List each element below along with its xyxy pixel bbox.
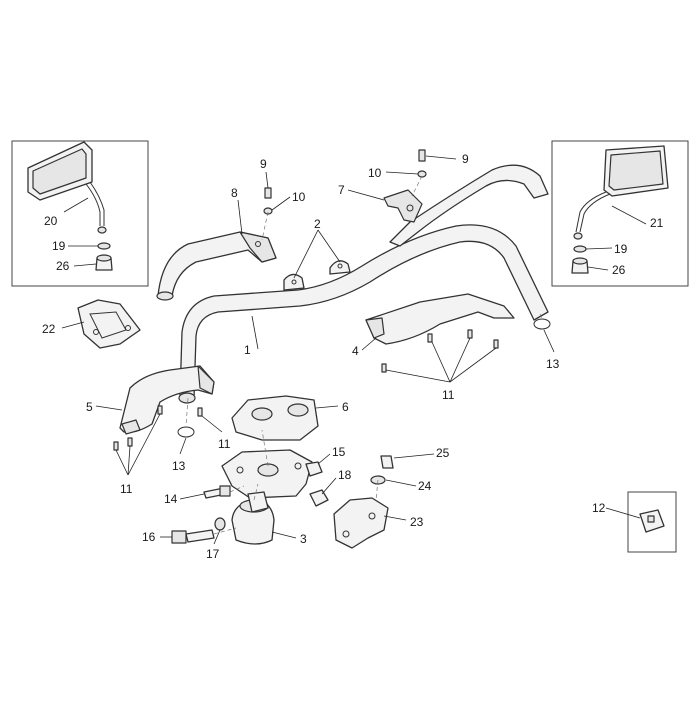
callout-24: 24 — [418, 479, 432, 493]
nut-25 — [380, 455, 394, 469]
callout-22: 22 — [42, 322, 56, 336]
callout-25: 25 — [436, 446, 450, 460]
callout-10-left: 10 — [292, 190, 306, 204]
callout-18: 18 — [338, 468, 352, 482]
bolt-14 — [203, 485, 231, 499]
upper-right-cover-7 — [383, 164, 549, 247]
callout-leader-lines — [61, 155, 647, 545]
callout-3: 3 — [300, 532, 307, 546]
callout-12: 12 — [592, 501, 606, 515]
callout-2: 2 — [314, 217, 321, 231]
callout-9-right: 9 — [462, 152, 469, 166]
callout-23: 23 — [410, 515, 424, 529]
oring-13-right — [533, 318, 551, 330]
screws-11 — [113, 329, 499, 451]
callout-9-left: 9 — [260, 157, 267, 171]
right-mirror-inset-frame — [551, 140, 689, 287]
callout-8: 8 — [231, 186, 238, 200]
callout-4: 4 — [352, 344, 359, 358]
callout-13-left: 13 — [172, 459, 186, 473]
clamp-2-right — [329, 260, 351, 275]
riser-base — [221, 449, 313, 499]
left-washer-19 — [97, 242, 111, 250]
bracket-23 — [333, 497, 389, 549]
callout-26-left: 26 — [56, 259, 70, 273]
callout-10-right: 10 — [368, 166, 382, 180]
callout-21: 21 — [650, 216, 664, 230]
washer-17 — [214, 517, 226, 531]
upper-clamp-6 — [231, 395, 319, 441]
lower-right-cover-4 — [365, 293, 515, 345]
callout-11-left: 11 — [120, 482, 133, 496]
callout-labels: 1 2 3 4 5 6 7 8 9 9 10 10 11 11 11 12 13… — [42, 152, 664, 561]
callout-11-center: 11 — [218, 437, 231, 451]
clip-inset-frame — [627, 491, 677, 553]
screw-9-right — [418, 149, 426, 162]
bracket-22 — [77, 299, 141, 349]
screw-9-left — [264, 187, 272, 199]
callout-19-left: 19 — [52, 239, 66, 253]
nut-18 — [309, 489, 329, 507]
callout-20: 20 — [44, 214, 58, 228]
callout-5: 5 — [86, 400, 93, 414]
left-mirror — [27, 141, 107, 234]
callout-13-right: 13 — [546, 357, 560, 371]
callout-7: 7 — [338, 183, 345, 197]
damper-3 — [231, 491, 275, 545]
clamp-2-left — [283, 273, 305, 291]
callout-14: 14 — [164, 492, 178, 506]
clip-12 — [639, 509, 665, 533]
bolt-16 — [171, 529, 215, 544]
callout-26-right: 26 — [612, 263, 626, 277]
upper-left-cover-8 — [156, 231, 277, 301]
callout-15: 15 — [332, 445, 346, 459]
nut-15 — [305, 461, 323, 477]
left-nut-26 — [95, 254, 113, 271]
left-mirror-inset-frame — [11, 140, 149, 287]
right-mirror — [573, 145, 669, 240]
right-nut-26 — [571, 257, 589, 274]
callout-17: 17 — [206, 547, 220, 561]
callout-16: 16 — [142, 530, 156, 544]
assembly-guide-lines — [185, 175, 543, 535]
callout-11-right: 11 — [442, 388, 455, 402]
right-washer-19 — [573, 245, 587, 253]
handlebar-1 — [178, 224, 549, 404]
callout-19-right: 19 — [614, 242, 628, 256]
washer-10-left — [263, 207, 273, 215]
lower-left-cover-5 — [119, 365, 215, 435]
callout-6: 6 — [342, 400, 349, 414]
callout-1: 1 — [244, 343, 251, 357]
oring-13-left — [177, 426, 195, 438]
